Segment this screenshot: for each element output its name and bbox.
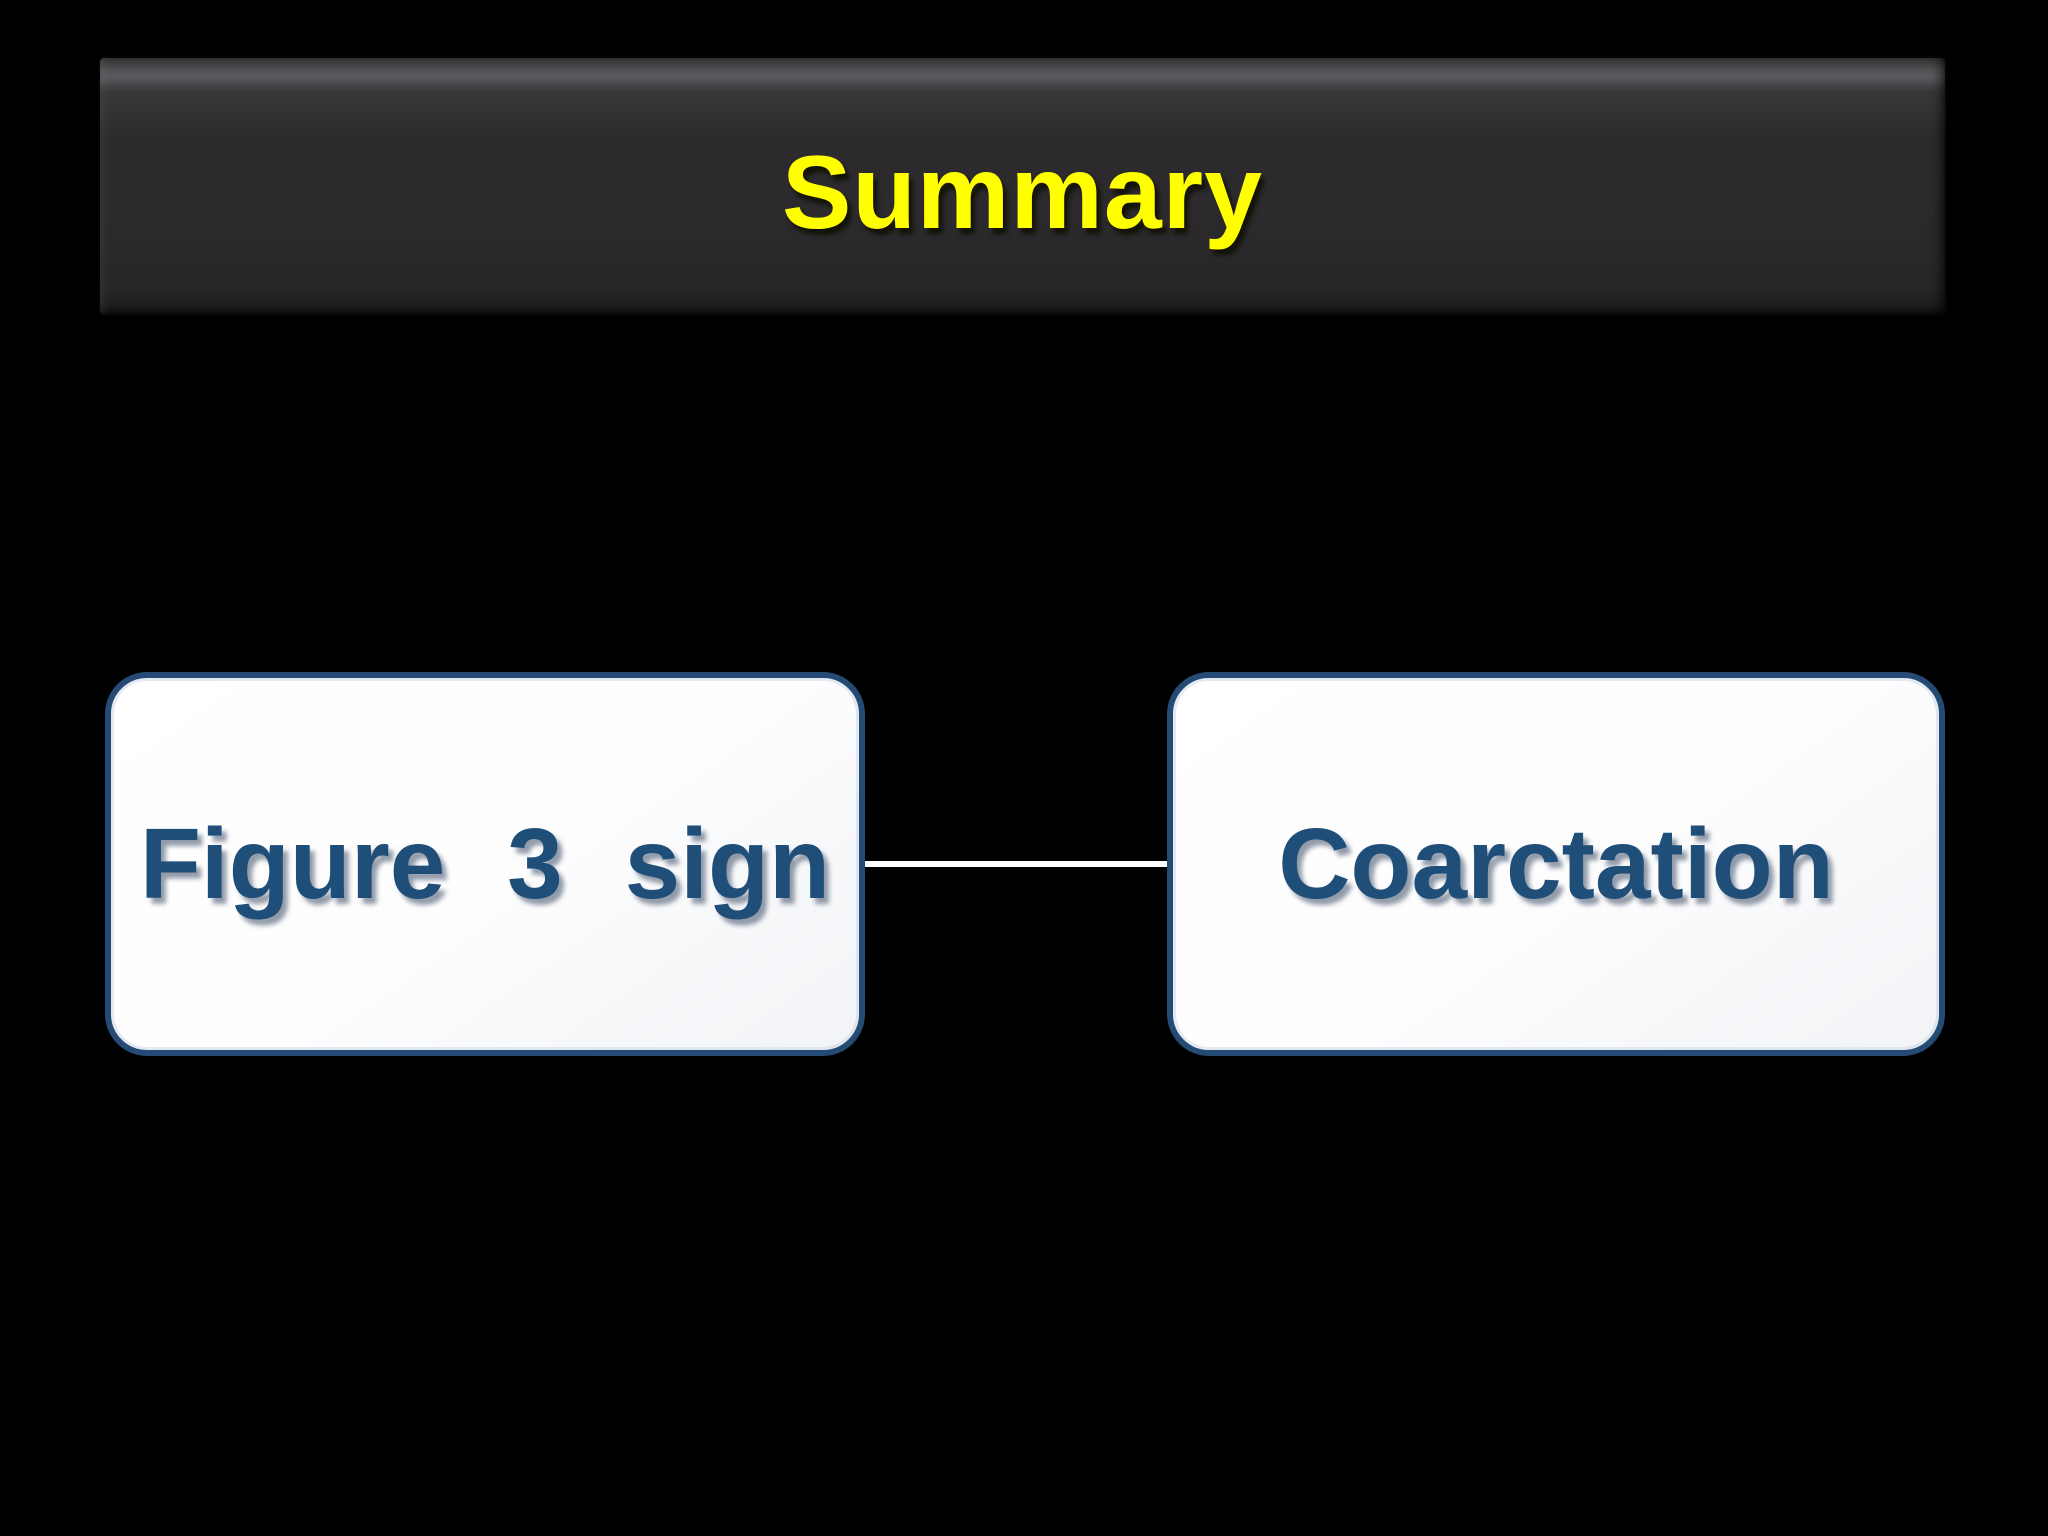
node-figure-3-sign: Figure 3 sign [105,672,865,1056]
title-bar: Summary [100,58,1945,314]
connector-line [865,861,1167,867]
slide-title: Summary [782,134,1263,251]
node-coarctation-label: Coarctation [1278,807,1834,920]
node-coarctation: Coarctation [1167,672,1945,1056]
node-figure-3-sign-label: Figure 3 sign [139,807,831,920]
